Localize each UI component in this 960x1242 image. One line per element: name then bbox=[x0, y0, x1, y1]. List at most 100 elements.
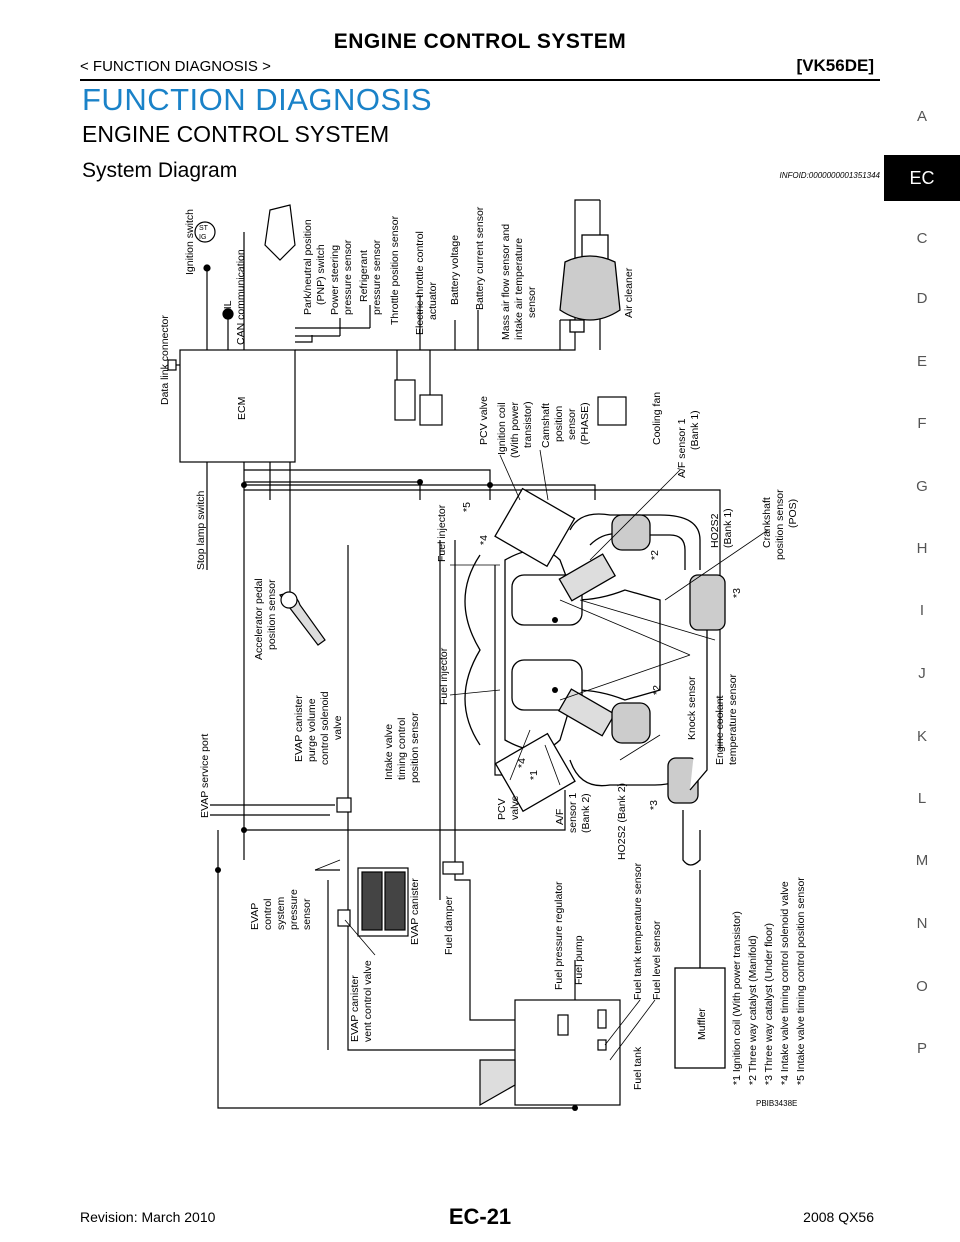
components bbox=[194, 204, 627, 1107]
label-fuel-pressure-regulator: Fuel pressure regulator bbox=[553, 881, 565, 990]
note-5: *5 Intake valve timing control position … bbox=[795, 877, 807, 1085]
label-ignition-coil-3: transistor) bbox=[522, 401, 534, 448]
label-evap-vent-1: EVAP canister bbox=[349, 975, 361, 1042]
label-evap-canister: EVAP canister bbox=[409, 878, 421, 945]
label-fuel-injector-top: Fuel injector bbox=[436, 504, 448, 562]
leader-lines bbox=[314, 449, 769, 1061]
index-tab-n[interactable]: N bbox=[916, 915, 928, 932]
label-ref-sensor-1: Refrigerant bbox=[358, 250, 370, 302]
index-tab-f[interactable]: F bbox=[917, 415, 927, 432]
section-breadcrumb: < FUNCTION DIAGNOSIS > bbox=[80, 58, 271, 75]
section-index-sidebar: A EC C D E F G H I J K L M N O P bbox=[884, 100, 960, 1080]
wiring-lines bbox=[167, 199, 721, 1109]
label-fuel-damper: Fuel damper bbox=[443, 896, 455, 955]
label-evap-purge-1: EVAP canister bbox=[293, 695, 305, 762]
mark-4a: *4 bbox=[478, 535, 490, 545]
label-can-communication: CAN communication bbox=[235, 249, 247, 345]
engine-model-code: [VK56DE] bbox=[796, 56, 874, 75]
label-cooling-fan: Cooling fan bbox=[651, 392, 663, 445]
label-pnp-switch-1: Park/neutral position bbox=[302, 219, 314, 315]
vehicle-model-year: 2008 QX56 bbox=[803, 1209, 874, 1225]
filler-neck bbox=[479, 1059, 516, 1107]
mark-5: *5 bbox=[461, 502, 473, 512]
ign-mark-ig: IG bbox=[199, 234, 206, 241]
label-pnp-switch-2: (PNP) switch bbox=[315, 244, 327, 305]
label-air-cleaner: Air cleaner bbox=[623, 267, 635, 318]
index-tab-m[interactable]: M bbox=[915, 852, 929, 869]
index-tab-a[interactable]: A bbox=[916, 108, 927, 125]
label-app-sensor-1: Accelerator pedal bbox=[253, 578, 265, 660]
mark-2a: *2 bbox=[649, 550, 661, 560]
chapter-heading: FUNCTION DIAGNOSIS bbox=[82, 82, 433, 117]
label-cmp-sensor-4: (PHASE) bbox=[579, 402, 591, 445]
label-ho2s2-b1-1: HO2S2 bbox=[709, 513, 721, 548]
label-evap-purge-3: control solenoid bbox=[319, 691, 331, 765]
index-tab-g[interactable]: G bbox=[916, 478, 928, 495]
label-pcv-valve-2: valve bbox=[509, 795, 521, 820]
cooling-fan-icon bbox=[597, 396, 627, 426]
note-4: *4 Intake valve timing control solenoid … bbox=[779, 881, 791, 1085]
label-throttle-position-sensor: Throttle position sensor bbox=[389, 215, 401, 325]
label-ho2s2-b2: HO2S2 (Bank 2) bbox=[616, 783, 628, 860]
label-fuel-tank-temp-sensor: Fuel tank temperature sensor bbox=[632, 862, 644, 1000]
label-pcv-valve-1: PCV bbox=[496, 798, 508, 820]
label-ivt-sensor-1: Intake valve bbox=[383, 724, 395, 780]
label-battery-current-sensor: Battery current sensor bbox=[474, 206, 486, 310]
label-ref-sensor-2: pressure sensor bbox=[371, 239, 383, 315]
label-ivt-sensor-2: timing control bbox=[396, 718, 408, 780]
label-af-sensor-b1-1: A/F sensor 1 bbox=[676, 418, 688, 478]
revision-date: Revision: March 2010 bbox=[80, 1209, 216, 1225]
index-tab-c[interactable]: C bbox=[916, 230, 928, 247]
label-ect-sensor-2: temperature sensor bbox=[727, 673, 739, 765]
index-tab-h[interactable]: H bbox=[916, 540, 928, 557]
label-ivt-sensor-3: position sensor bbox=[409, 712, 421, 783]
subsection-heading: System Diagram bbox=[82, 159, 238, 182]
index-tab-i[interactable]: I bbox=[919, 602, 925, 619]
label-evap-vent-2: vent control valve bbox=[362, 960, 374, 1042]
label-maf-sensor-2: intake air temperature bbox=[513, 238, 525, 340]
label-maf-sensor-3: sensor bbox=[526, 286, 538, 318]
page-header-title: ENGINE CONTROL SYSTEM bbox=[333, 30, 627, 53]
label-cmp-sensor-2: position bbox=[553, 406, 565, 442]
mark-1: *1 bbox=[528, 770, 540, 780]
mil-indicator-icon bbox=[222, 308, 234, 320]
label-fuel-pump: Fuel pump bbox=[573, 935, 585, 985]
index-tab-d[interactable]: D bbox=[916, 290, 928, 307]
engine-control-system-diagram: Ignition switch MIL CAN communication Da… bbox=[159, 199, 807, 1111]
mark-2b: *2 bbox=[651, 685, 663, 695]
label-evap-ps-5: sensor bbox=[301, 898, 313, 930]
label-battery-voltage: Battery voltage bbox=[449, 235, 461, 305]
ignition-switch-icon bbox=[194, 221, 216, 243]
mark-4b: *4 bbox=[516, 758, 528, 768]
label-ignition-coil-2: (With power bbox=[509, 401, 521, 458]
index-tab-p[interactable]: P bbox=[916, 1040, 927, 1057]
label-evap-ps-2: control bbox=[262, 898, 274, 930]
label-evap-ps-3: system bbox=[275, 896, 287, 930]
label-ecm: ECM bbox=[236, 397, 248, 420]
label-fuel-injector-bottom: Fuel injector bbox=[438, 647, 450, 705]
junction-dots bbox=[215, 479, 578, 1111]
mark-3b: *3 bbox=[648, 800, 660, 810]
label-ho2s2-b1-2: (Bank 1) bbox=[722, 508, 734, 548]
index-tab-o[interactable]: O bbox=[916, 978, 928, 995]
index-tab-e[interactable]: E bbox=[916, 353, 927, 370]
label-ckp-sensor-2: position sensor bbox=[774, 489, 786, 560]
index-tab-ec-active[interactable]: EC bbox=[884, 155, 960, 201]
info-id: INFOID:0000000001351344 bbox=[779, 171, 880, 180]
label-af-sensor-b2-3: (Bank 2) bbox=[580, 793, 592, 833]
ign-mark-st: ST bbox=[199, 225, 209, 232]
throttle-body bbox=[394, 379, 416, 421]
index-tab-k[interactable]: K bbox=[916, 728, 927, 745]
index-tab-l[interactable]: L bbox=[917, 790, 927, 807]
index-tab-j[interactable]: J bbox=[918, 665, 926, 682]
engine-block bbox=[464, 487, 661, 813]
throttle-actuator bbox=[419, 394, 443, 426]
label-mil: MIL bbox=[222, 300, 234, 318]
mil-lamp bbox=[264, 204, 296, 261]
diagram-labels: Ignition switch MIL CAN communication Da… bbox=[159, 206, 799, 1090]
label-etc-actuator-1: Electric throttle control bbox=[414, 231, 426, 335]
label-fuel-level-sensor: Fuel level sensor bbox=[651, 920, 663, 1000]
label-data-link-connector: Data link connector bbox=[159, 315, 171, 405]
label-etc-actuator-2: actuator bbox=[427, 282, 439, 320]
air-cleaner bbox=[559, 234, 621, 333]
